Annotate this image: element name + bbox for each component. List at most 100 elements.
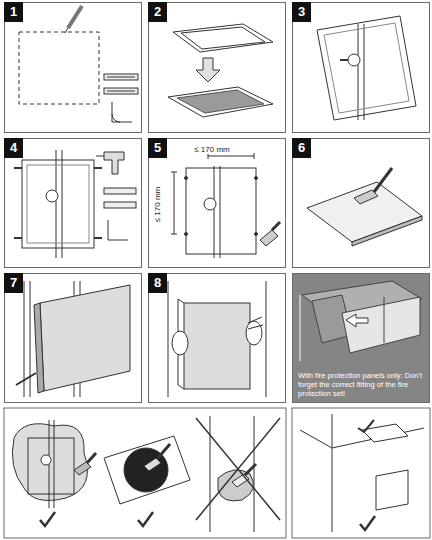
marking-step-part [107, 77, 135, 78]
boarding-step-part [16, 373, 36, 385]
filling-rules-part [104, 436, 190, 504]
marking-step-part [107, 91, 135, 92]
filling-rules-part [218, 470, 254, 501]
filling-step [307, 168, 422, 246]
ceiling-wall-use-part [292, 408, 430, 538]
step-panel: 7 [4, 273, 142, 403]
fixing-step-part [14, 237, 22, 239]
step-number: 3 [292, 2, 311, 22]
fixing-step-part [14, 167, 22, 169]
marking-step-part [19, 32, 99, 104]
insert-step-part [324, 23, 409, 113]
ceiling-wall-use [292, 408, 430, 538]
fixing-step-part [46, 190, 58, 202]
marking-step-part [104, 88, 138, 94]
spacing-step-part [185, 233, 188, 236]
step-panel: 5 [148, 138, 286, 268]
frame-step-part [177, 90, 264, 113]
spacing-step-part [255, 233, 258, 236]
fitting-step-part [246, 321, 262, 345]
ceiling-wall-use-part [300, 430, 332, 448]
filling-step-part [352, 216, 422, 246]
spacing-step-part [186, 168, 256, 254]
insert-step-part [340, 59, 348, 61]
spacing-step-part [272, 222, 280, 230]
spacing-step-part [208, 153, 209, 159]
filling-rules-part [196, 418, 280, 520]
dimension-label: ≤ 170 mm [193, 145, 231, 154]
step-number: 1 [4, 2, 23, 22]
step-number: 7 [4, 273, 23, 293]
insert-step-part [364, 24, 365, 120]
note-panel: With fire protection panels only: Don't … [292, 273, 430, 403]
fixing-step-part [56, 150, 57, 258]
ceiling-wall-use-part [360, 516, 375, 530]
spacing-step [171, 153, 280, 258]
step-number: 6 [292, 138, 311, 158]
fixing-step-part [27, 165, 89, 243]
step-panel: 2 [148, 2, 286, 133]
marking-step [19, 6, 138, 122]
marking-step-part [65, 28, 68, 33]
marking-step-part [68, 6, 82, 28]
fitting-step-part [178, 299, 184, 303]
fitting-step-part [184, 303, 250, 389]
fitting-step-part [266, 281, 267, 397]
fixing-step [14, 150, 136, 258]
fixing-step-part [104, 152, 124, 174]
fire-protection-step [292, 273, 430, 403]
spacing-step-part [214, 166, 215, 258]
filling-rules-part [87, 453, 96, 463]
filling-step-part [374, 168, 392, 192]
fire-protection-step-part [292, 273, 430, 403]
fire-protection-step-part [300, 295, 301, 361]
step-number: 5 [148, 138, 167, 158]
frame-step [168, 24, 273, 117]
filling-rules-part [41, 455, 51, 465]
spacing-step-part [255, 177, 258, 180]
fitting-step-part [248, 317, 263, 329]
fitting-step-part [168, 281, 169, 397]
step-number: 8 [148, 273, 167, 293]
fixing-step-part [104, 188, 136, 194]
note-text: With fire protection panels only: Don't … [298, 371, 424, 398]
ceiling-wall-use-part [332, 414, 333, 532]
boarding-step-part [34, 303, 44, 393]
fixing-step-part [22, 160, 94, 248]
spacing-step-part [254, 153, 255, 159]
filling-rules-part [12, 424, 87, 501]
boarding-step [16, 281, 130, 397]
spacing-step-part [171, 234, 177, 235]
fitting-step-part [178, 385, 184, 389]
boarding-step-part [30, 281, 31, 397]
filling-rules [4, 408, 286, 538]
spacing-step-part [171, 172, 177, 173]
filling-rules-part [74, 462, 91, 475]
fixing-step-part [62, 150, 63, 258]
step-number: 4 [4, 138, 23, 158]
frame-step-part [181, 27, 265, 49]
frame-step-part [173, 24, 273, 52]
spacing-step-part [220, 166, 221, 258]
fixing-step-part [94, 237, 102, 239]
marking-step-part [112, 114, 120, 122]
spacing-step-part [174, 172, 175, 234]
filling-step-part [307, 182, 422, 242]
dimension-label: ≤ 170 mm [153, 185, 162, 223]
filling-rules-part [196, 418, 280, 520]
step-panel: 3 [292, 2, 430, 133]
step-panel: 1 [4, 2, 142, 133]
fixing-step-part [94, 167, 102, 169]
spacing-step-part [260, 230, 278, 246]
filling-rules-part [144, 458, 161, 471]
step-panel: 6 [292, 138, 430, 268]
step-panel: 8 [148, 273, 286, 403]
marking-step-part [104, 74, 138, 80]
insert-step-part [348, 54, 360, 66]
fitting-step-part [172, 331, 188, 355]
ceiling-wall-use-part [376, 470, 408, 510]
insert-step-part [317, 16, 416, 120]
